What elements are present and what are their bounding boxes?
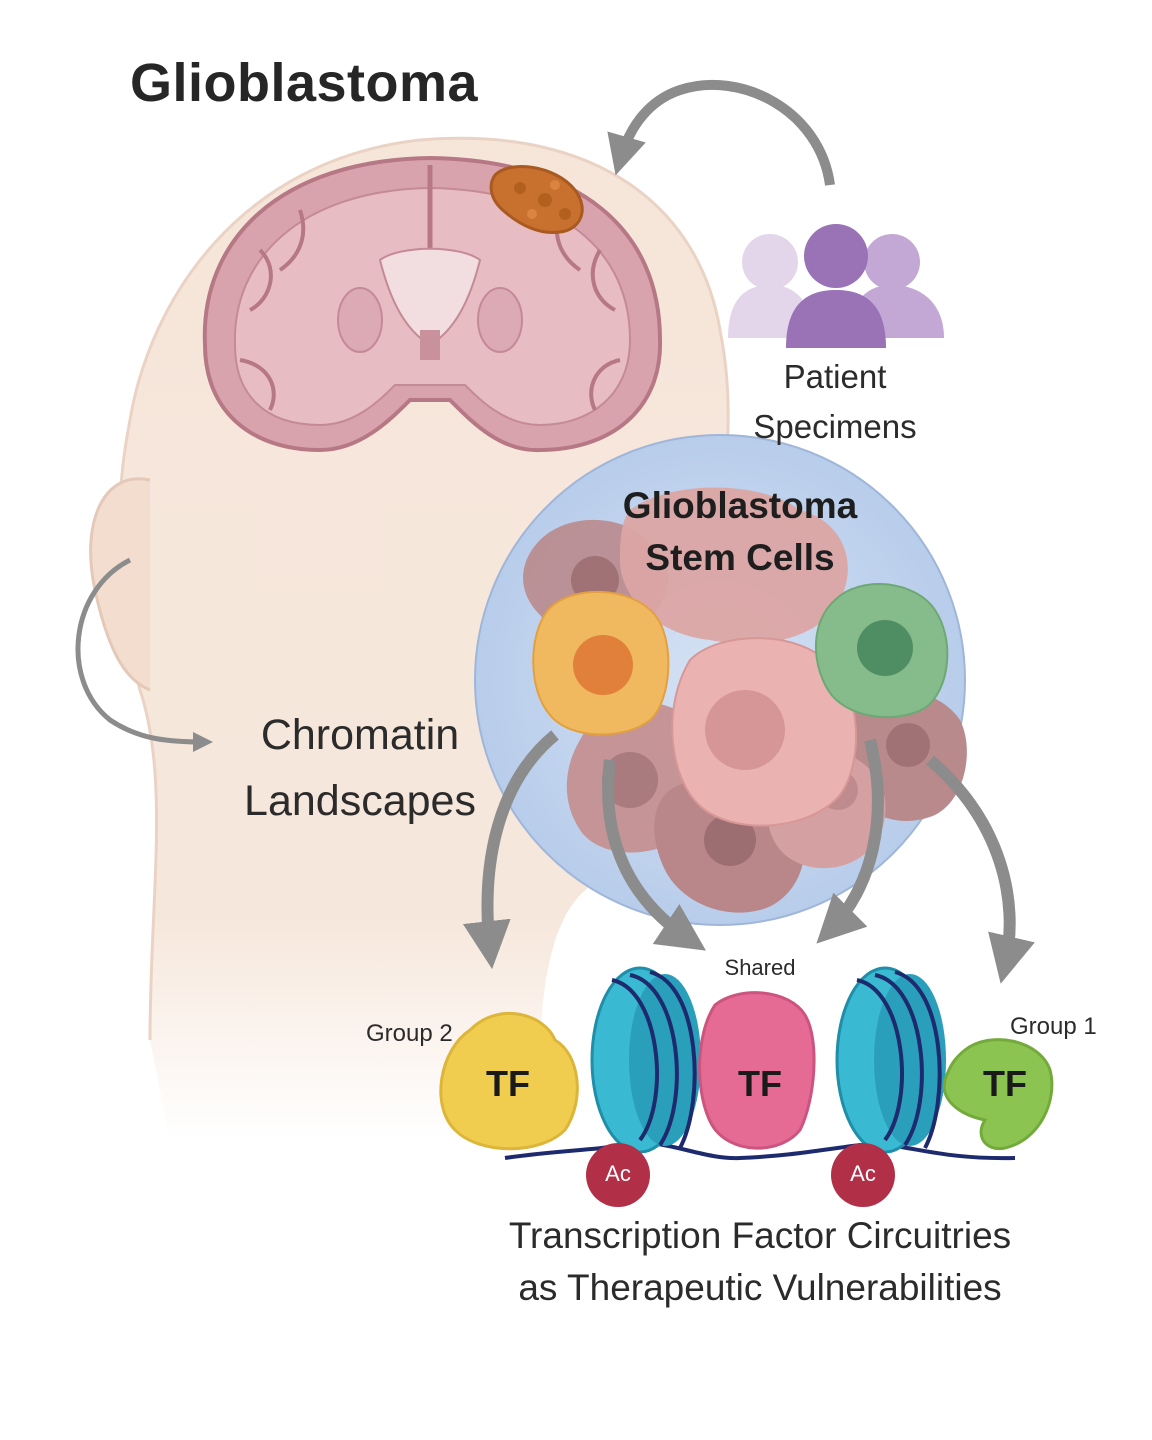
caption-line-1: Transcription Factor Circuitries <box>508 1215 1012 1256</box>
stem-cells-line-1: Glioblastoma <box>622 485 858 526</box>
tf-label-group2: TF <box>486 1063 530 1104</box>
tf-label-shared: TF <box>738 1063 782 1104</box>
tf-group1-blob <box>942 1038 1054 1151</box>
tf-shared-blob <box>698 991 816 1150</box>
cell-green <box>814 583 949 719</box>
cell-large-pink <box>671 637 857 827</box>
patient-specimens-label: Patient Specimens <box>730 352 940 452</box>
nucleosome-right <box>835 966 946 1154</box>
dna-strand <box>504 1140 1016 1161</box>
group-1-label: Group 1 <box>1010 1013 1097 1040</box>
acetyl-label-right: Ac <box>850 1161 876 1186</box>
chromatin-line-2: Landscapes <box>244 777 476 825</box>
figure-caption: Transcription Factor Circuitries as Ther… <box>420 1210 1100 1314</box>
nucleosome-left <box>590 966 701 1154</box>
tf-label-group1: TF <box>983 1063 1027 1104</box>
chromatin-line-1: Chromatin <box>260 711 460 759</box>
patient-specimens-line-1: Patient <box>783 358 887 395</box>
cell-orange <box>532 590 670 736</box>
stem-cells-label: Glioblastoma Stem Cells <box>560 480 920 584</box>
group-2-label: Group 2 <box>366 1020 453 1047</box>
arrow-specimens-to-tumor <box>607 79 835 186</box>
arrow-to-chromatin <box>75 557 213 752</box>
acetyl-mark-right <box>831 1143 895 1207</box>
tumor-mass <box>489 165 584 235</box>
acetyl-label-left: Ac <box>605 1161 631 1186</box>
patient-specimens-line-2: Specimens <box>753 408 917 445</box>
chromatin-landscapes-label: Chromatin Landscapes <box>210 702 510 834</box>
acetyl-mark-left <box>586 1143 650 1207</box>
figure-title: Glioblastoma <box>130 53 479 113</box>
stem-cells-line-2: Stem Cells <box>645 537 835 578</box>
caption-line-2: as Therapeutic Vulnerabilities <box>518 1267 1002 1308</box>
tf-arrows <box>462 730 1035 984</box>
patient-group-icon <box>728 224 944 348</box>
shared-label: Shared <box>724 955 796 980</box>
brain-section <box>202 155 663 453</box>
tf-group2-blob <box>439 1011 579 1151</box>
